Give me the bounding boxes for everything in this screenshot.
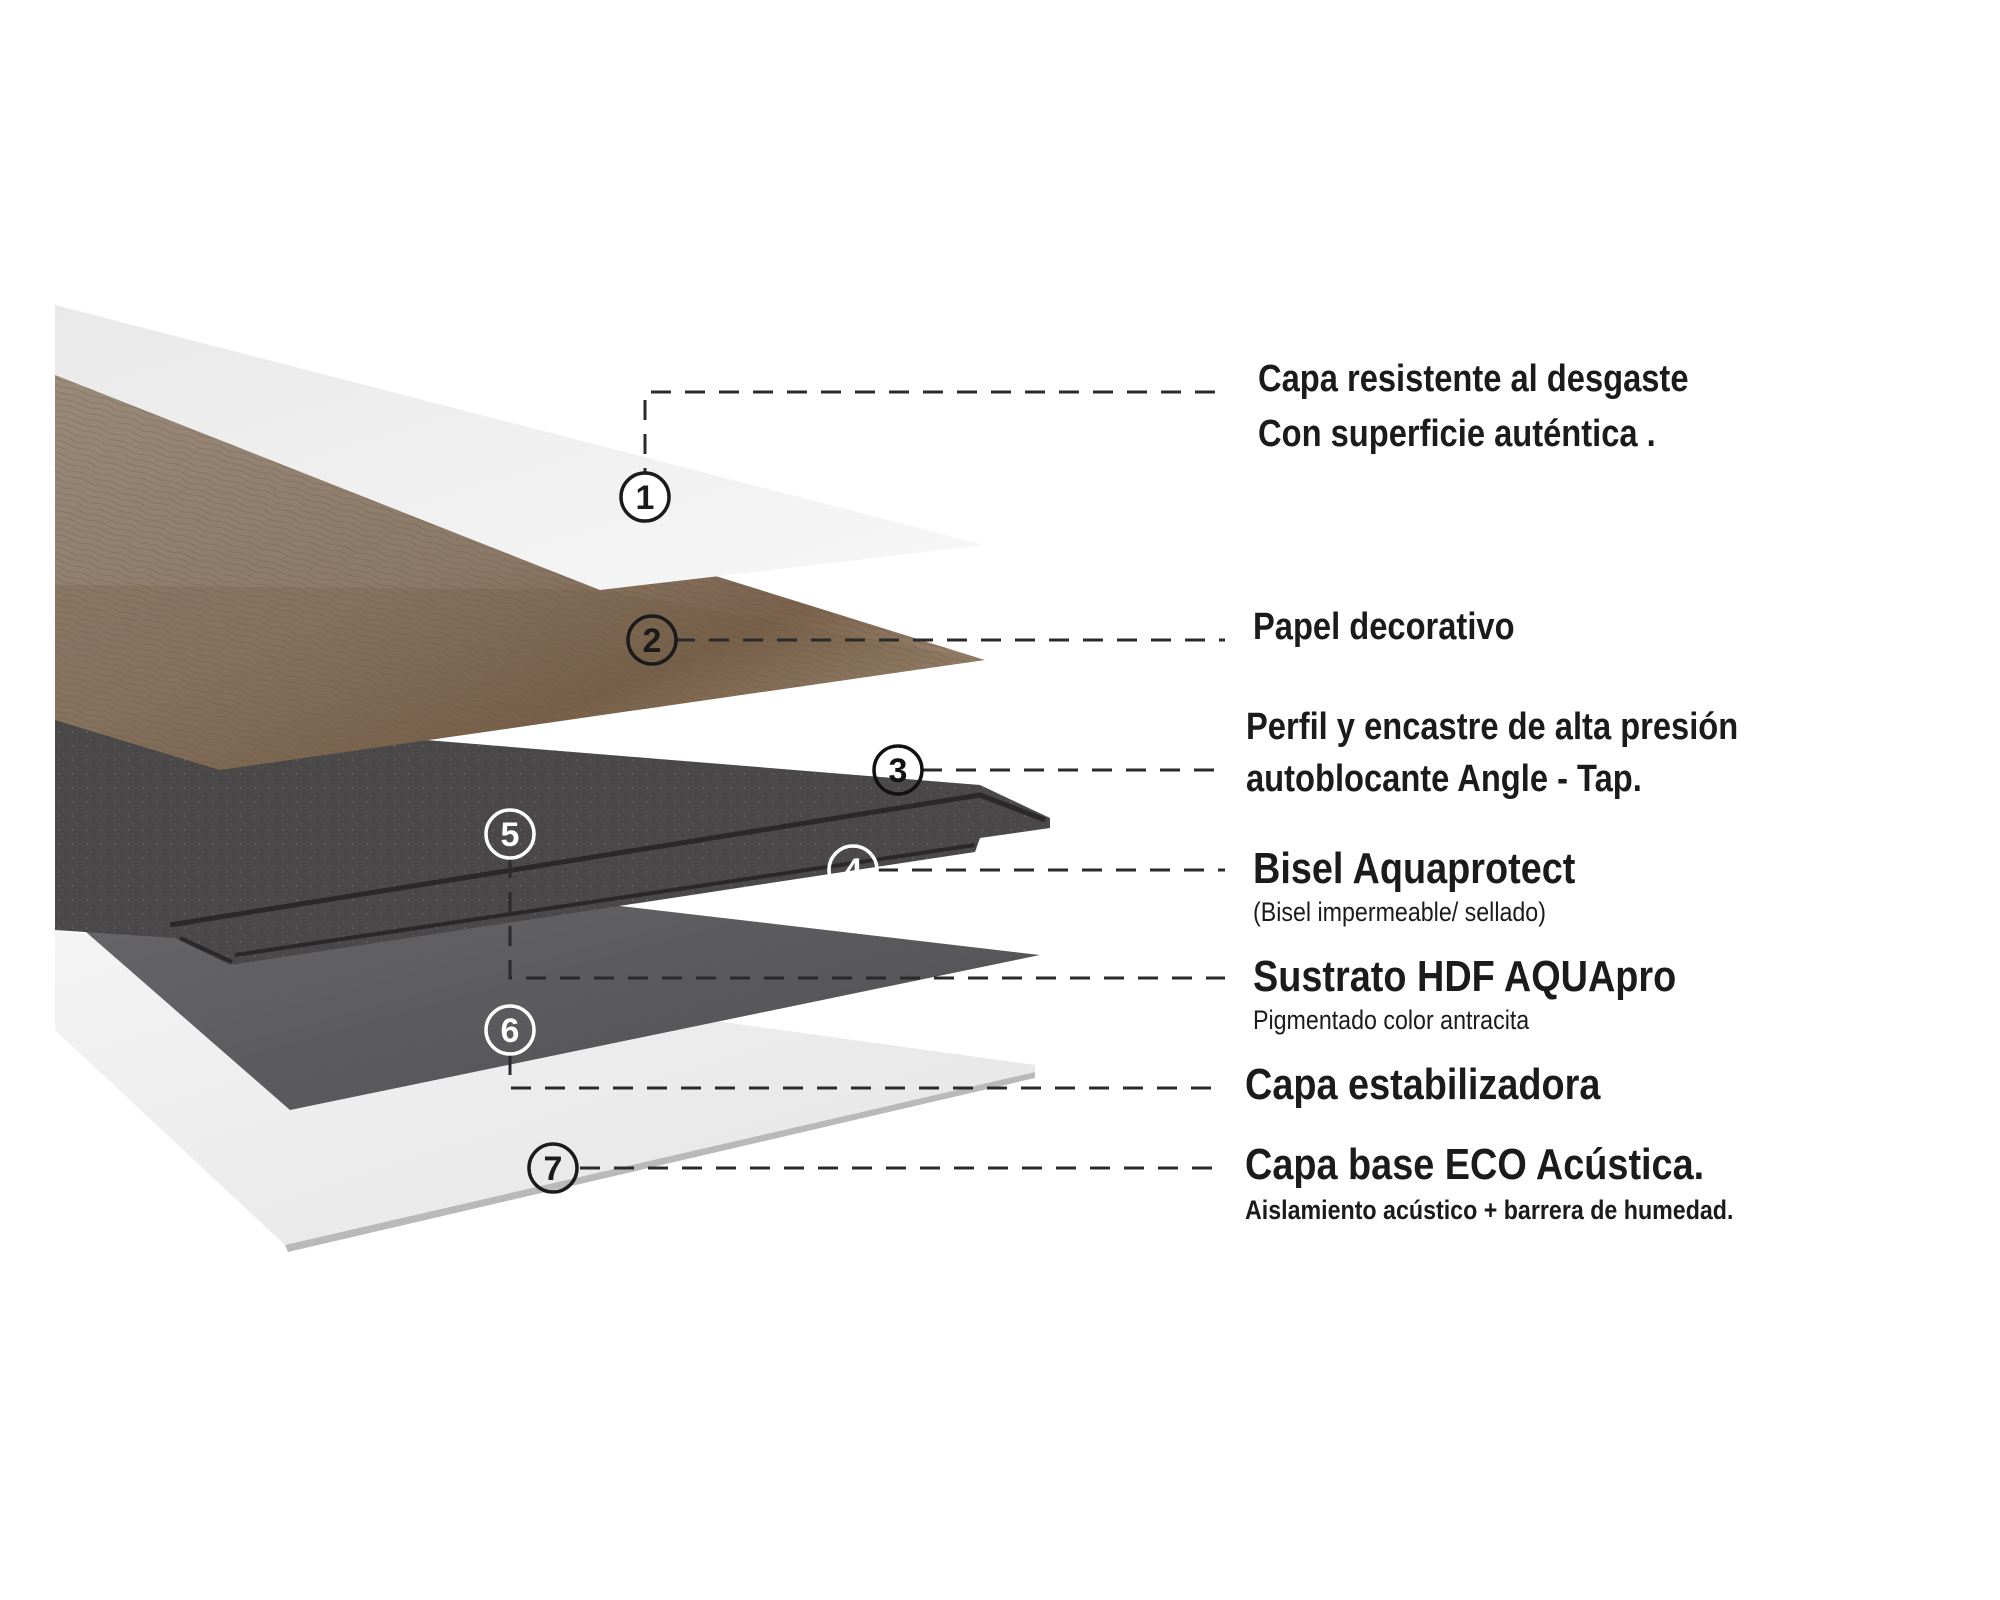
- marker-7: 7: [527, 1142, 579, 1194]
- label-1-title-line-1: Capa resistente al desgaste: [1258, 358, 1689, 400]
- marker-3: 3: [872, 744, 924, 796]
- marker-6: 6: [484, 1004, 536, 1056]
- marker-4: 4: [827, 844, 879, 896]
- leader-line-1: [643, 390, 1215, 472]
- label-3-title-line-1: Perfil y encastre de alta presión: [1246, 706, 1739, 748]
- label-2-title: Papel decorativo: [1253, 606, 1515, 648]
- wear-layer: [55, 305, 985, 590]
- hdf-core-layer: [55, 710, 1050, 965]
- label-3-title-line-2: autoblocante Angle - Tap.: [1246, 758, 1642, 800]
- label-5-subtitle: Pigmentado color antracita: [1253, 1005, 1530, 1035]
- marker-1: 1: [619, 471, 671, 523]
- label-4-subtitle: (Bisel impermeable/ sellado): [1253, 897, 1546, 927]
- decor-paper-layer: [55, 370, 985, 770]
- label-7-subtitle: Aislamiento acústico + barrera de humeda…: [1245, 1195, 1734, 1225]
- label-1-title-line-2: Con superficie auténtica .: [1258, 413, 1656, 455]
- marker-7-number: 7: [544, 1150, 563, 1188]
- label-5-title: Sustrato HDF AQUApro: [1253, 952, 1677, 1001]
- leader-lines: [508, 390, 1225, 1170]
- label-7-title: Capa base ECO Acústica.: [1245, 1140, 1705, 1189]
- marker-5-number: 5: [501, 816, 520, 854]
- leader-line-5: [508, 858, 1225, 980]
- label-4-title: Bisel Aquaprotect: [1253, 844, 1576, 893]
- label-6-title: Capa estabilizadora: [1245, 1060, 1601, 1109]
- marker-4-number: 4: [844, 852, 863, 890]
- marker-3-number: 3: [889, 752, 908, 790]
- marker-6-number: 6: [501, 1012, 520, 1050]
- marker-2: 2: [626, 614, 678, 666]
- marker-2-number: 2: [643, 622, 662, 660]
- marker-1-number: 1: [636, 479, 655, 517]
- marker-5: 5: [484, 808, 536, 860]
- leader-line-6: [508, 1055, 1225, 1090]
